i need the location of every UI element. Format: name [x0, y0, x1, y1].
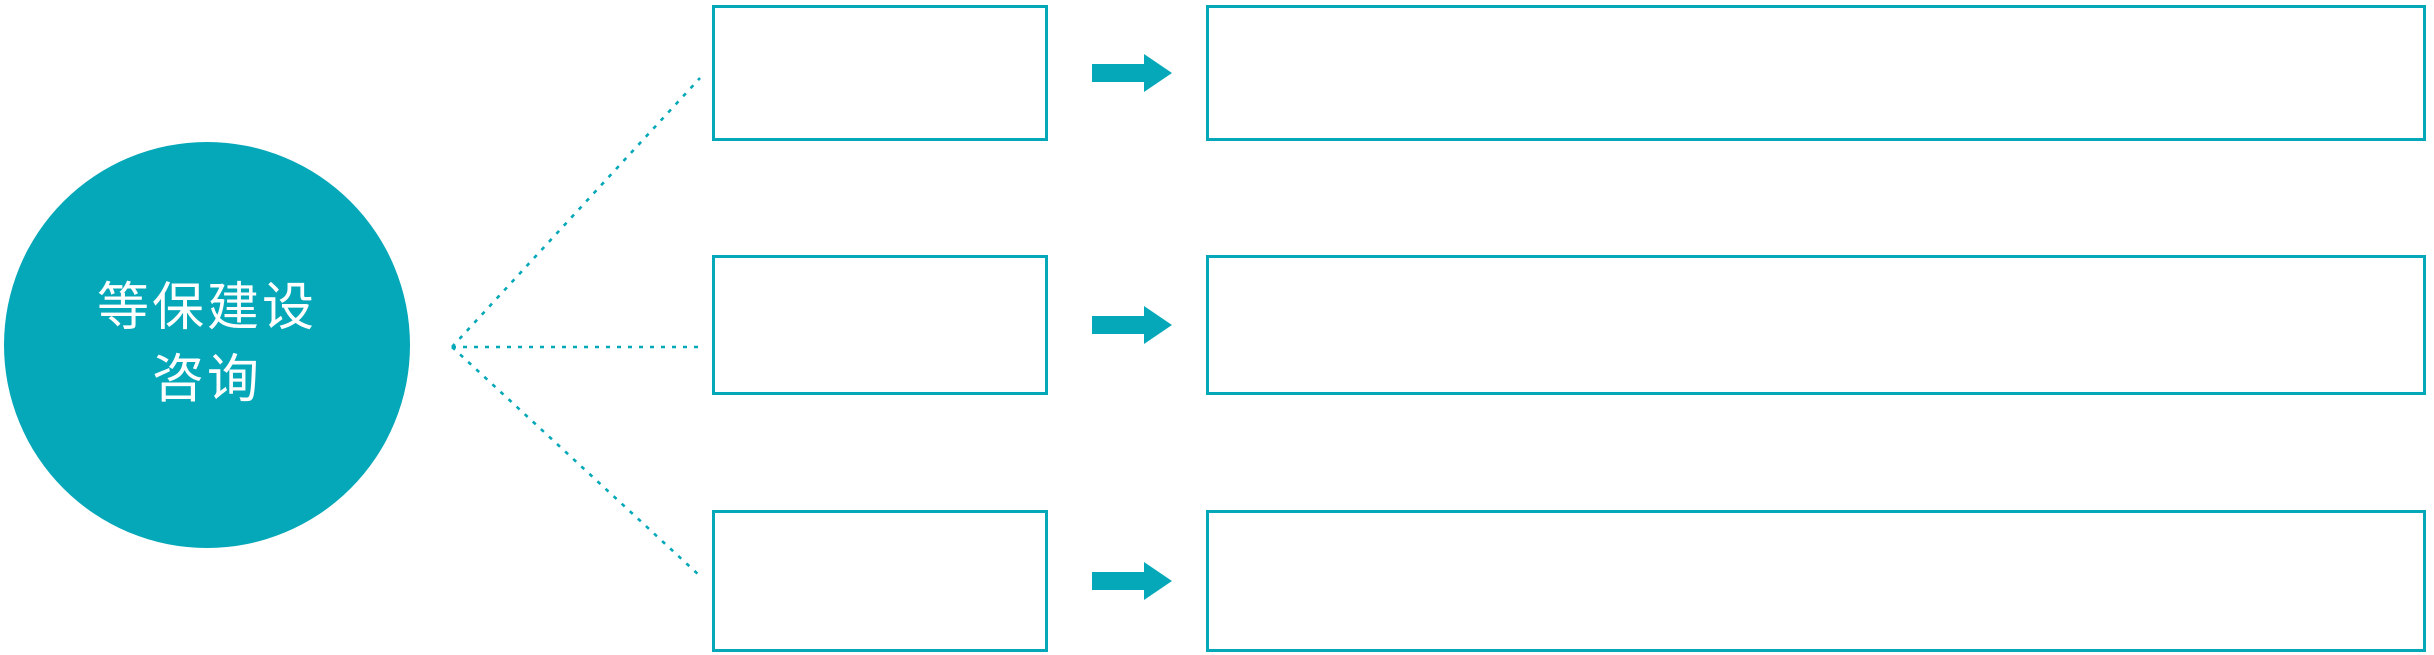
- block-arrow-right-icon: [1092, 306, 1172, 344]
- block-arrow-right-icon: [1092, 54, 1172, 92]
- option-box-2: [712, 255, 1048, 395]
- detail-box-2: [1206, 255, 2426, 395]
- detail-box-3: [1206, 510, 2426, 652]
- hub-label-line1: 等保建设: [96, 279, 317, 338]
- connector-line-bottom: [451, 346, 701, 577]
- option-box-3: [712, 510, 1048, 652]
- detail-box-1: [1206, 5, 2426, 141]
- hub-circle: 等保建设 咨询: [4, 142, 410, 548]
- hub-label-line2: 咨询: [151, 351, 262, 409]
- option-box-1: [712, 5, 1048, 141]
- connector-line-top: [451, 77, 701, 348]
- block-arrow-right-icon: [1092, 562, 1172, 600]
